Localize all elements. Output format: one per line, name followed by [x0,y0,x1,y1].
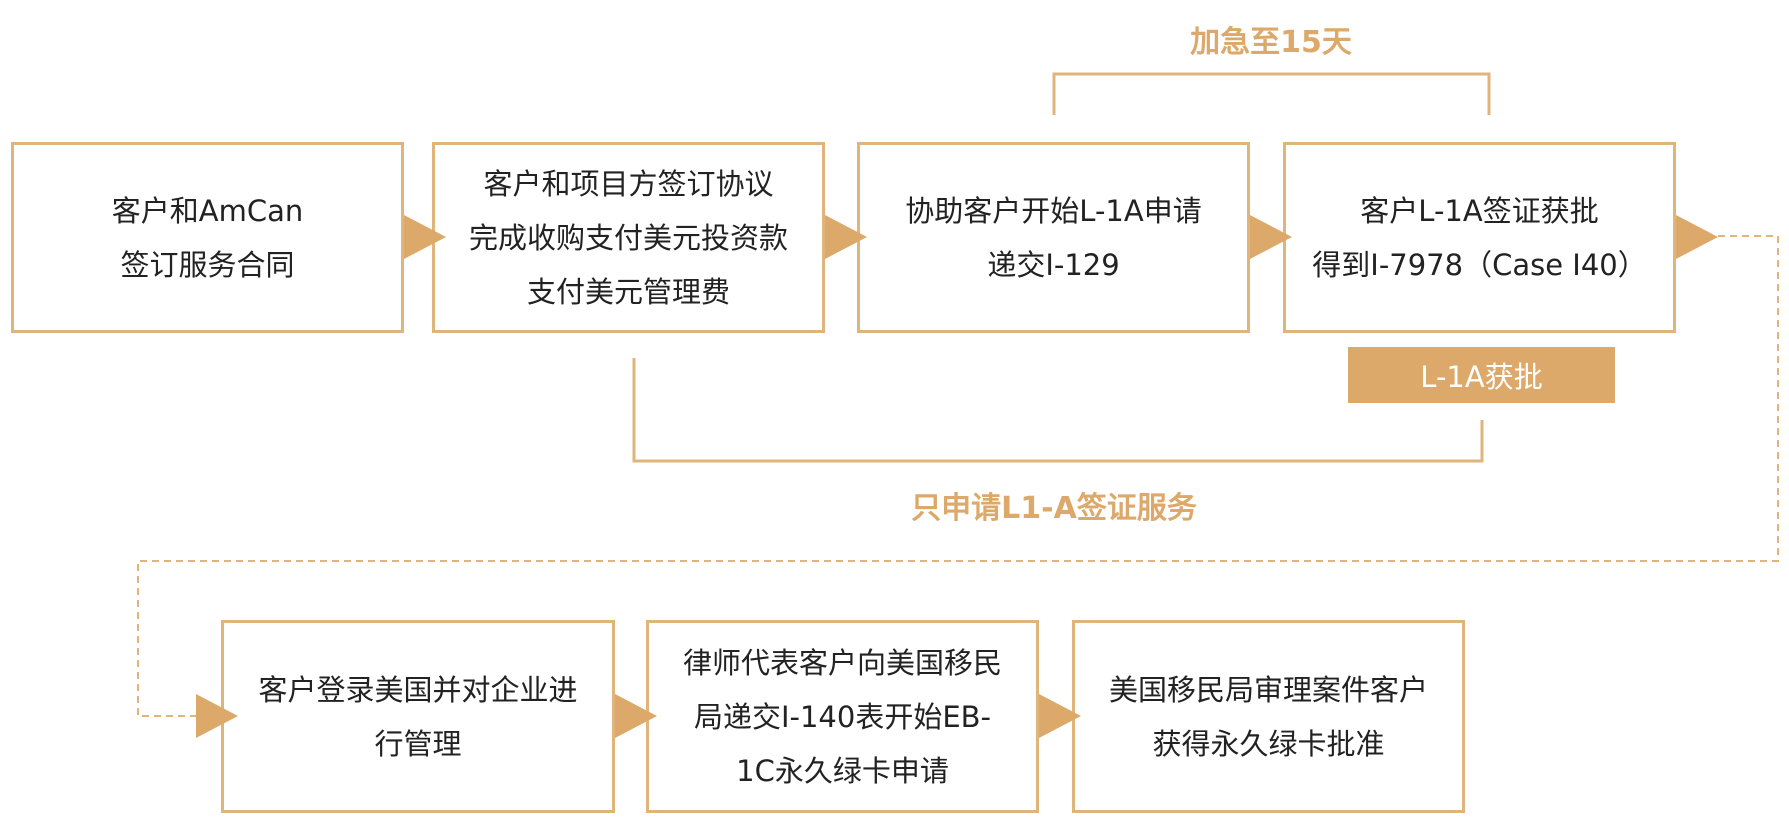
step-box-4: 客户L-1A签证获批 得到I-7978（Case I40） [1283,142,1676,333]
step-box-6: 律师代表客户向美国移民 局递交I-140表开始EB- 1C永久绿卡申请 [646,620,1039,813]
step-text-1: 客户和AmCan 签订服务合同 [111,193,304,282]
top-bracket-line [1052,72,1491,115]
arrow-right-icon [196,694,238,738]
step-text-7: 美国移民局审理案件客户 获得永久绿卡批准 [1108,672,1428,761]
step-text-2: 客户和项目方签订协议 完成收购支付美元投资款 支付美元管理费 [468,166,788,309]
step-box-2: 客户和项目方签订协议 完成收购支付美元投资款 支付美元管理费 [432,142,825,333]
step-box-1: 客户和AmCan 签订服务合同 [11,142,404,333]
top-bracket-label: 加急至15天 [1190,25,1352,60]
arrow-right-icon [1676,215,1718,259]
step-box-3: 协助客户开始L-1A申请 递交I-129 [857,142,1250,333]
arrow-right-icon [404,215,446,259]
step-text-6: 律师代表客户向美国移民 局递交I-140表开始EB- 1C永久绿卡申请 [682,645,1002,788]
step-text-5: 客户登录美国并对企业进 行管理 [258,672,578,761]
step-text-4: 客户L-1A签证获批 得到I-7978（Case I40） [1312,193,1647,282]
arrow-right-icon [615,694,657,738]
bottom-bracket-line [632,358,1484,463]
step-box-5: 客户登录美国并对企业进 行管理 [221,620,615,813]
approval-badge: L-1A获批 [1348,347,1615,403]
step-box-7: 美国移民局审理案件客户 获得永久绿卡批准 [1072,620,1465,813]
arrow-right-icon [1250,215,1292,259]
dashed-route-line [137,235,1779,717]
arrow-right-icon [1039,694,1081,738]
step-text-3: 协助客户开始L-1A申请 递交I-129 [905,193,1202,282]
arrow-right-icon [825,215,867,259]
bottom-bracket-label: 只申请L1-A签证服务 [911,491,1197,526]
